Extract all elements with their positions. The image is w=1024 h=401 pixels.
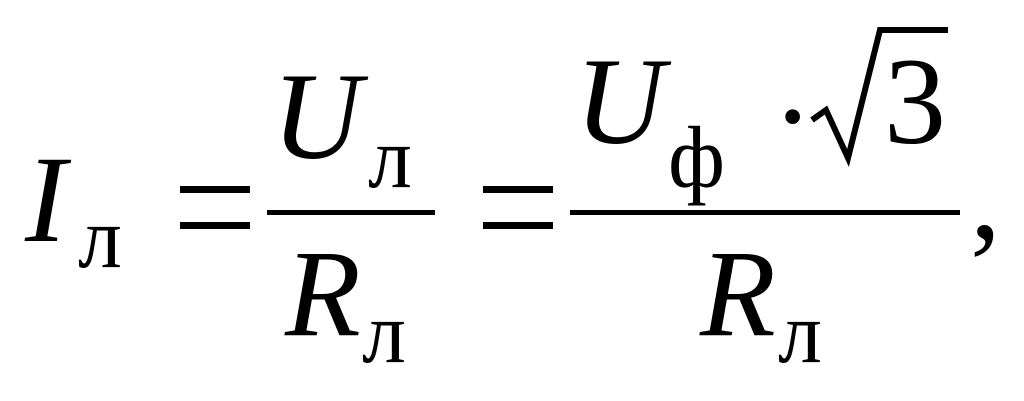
fraction-bar-2 <box>570 210 960 215</box>
fraction-2-denominator-symbol: R <box>700 225 776 362</box>
fraction-1-numerator-symbol: U <box>272 48 362 185</box>
fraction-1-denominator-symbol: R <box>285 225 361 362</box>
fraction-2-numerator-subscript: ф <box>668 110 726 207</box>
multiplication-dot: · <box>772 48 814 185</box>
fraction-bar-1 <box>267 210 435 215</box>
fraction-2-numerator-symbol: U <box>575 33 665 170</box>
lhs-symbol: I <box>25 131 67 268</box>
fraction-2-denominator-subscript: л <box>778 285 822 382</box>
radicand: 3 <box>884 33 946 170</box>
fraction-1-denominator-subscript: л <box>362 285 406 382</box>
lhs-subscript: л <box>78 190 122 287</box>
fraction-1-numerator-subscript: л <box>368 110 412 207</box>
trailing-comma: , <box>970 128 1001 265</box>
